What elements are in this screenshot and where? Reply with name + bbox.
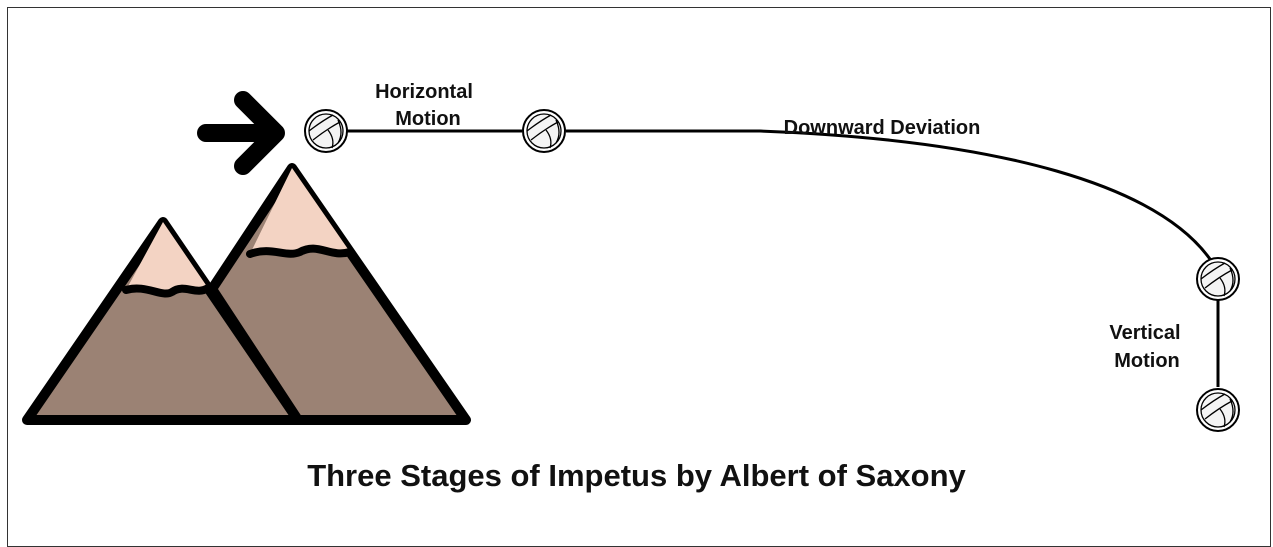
label-horizontal: Horizontal: [375, 81, 473, 103]
trajectory-path: [347, 129, 1220, 387]
volleyball-icon: [1196, 388, 1240, 432]
label-horizontal-motion: Motion: [395, 108, 461, 130]
volleyball-icon: [1196, 257, 1240, 301]
volleyball-icon: [304, 109, 348, 153]
label-vertical-motion: Motion: [1114, 350, 1180, 372]
impetus-diagram: Horizontal Motion Downward Deviation Ver…: [22, 81, 1240, 432]
volleyball-icon: [522, 109, 566, 153]
label-vertical: Vertical: [1109, 322, 1180, 344]
diagram-title: Three Stages of Impetus by Albert of Sax…: [307, 458, 966, 493]
arrow-right-icon: [197, 91, 285, 175]
mountains-icon: [22, 163, 471, 425]
label-downward-deviation: Downward Deviation: [784, 117, 981, 139]
